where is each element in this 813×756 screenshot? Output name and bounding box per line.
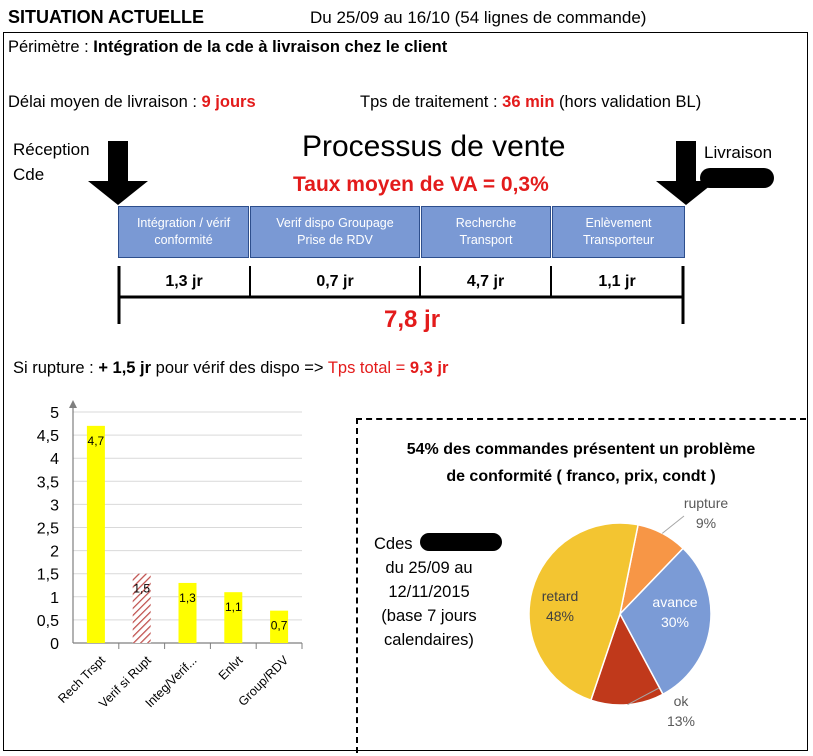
delai-line: Délai moyen de livraison : 9 jours — [8, 93, 256, 112]
rupture-line: Si rupture : + 1,5 jr pour vérif des dis… — [13, 359, 448, 378]
traitement-note: (hors validation BL) — [559, 93, 702, 111]
y-axis-arrow-icon — [69, 400, 77, 408]
caption-line-3: 12/11/2015 — [388, 583, 470, 601]
y-tick-label: 4,5 — [37, 428, 59, 445]
pie-pct-label: 48% — [546, 608, 574, 624]
perimetre-line: Périmètre : Intégration de la cde à livr… — [8, 38, 447, 57]
bar-value-label: 1,3 — [179, 591, 196, 605]
bar-value-label: 4,7 — [88, 434, 105, 448]
reception-line1: Réception — [13, 140, 90, 159]
pie-slice-avance — [619, 547, 712, 696]
y-tick-label: 3 — [50, 497, 59, 514]
rupture-middle: pour vérif des dispo => — [155, 359, 324, 377]
perimetre-label: Périmètre : — [8, 38, 89, 56]
y-tick-label: 3,5 — [37, 474, 59, 491]
reception-line2: Cde — [13, 165, 45, 184]
y-tick-label: 2,5 — [37, 521, 59, 538]
arrow-down-right-icon — [656, 141, 716, 205]
redaction-blob — [700, 168, 774, 188]
bar — [178, 582, 197, 643]
process-title: Processus de vente — [302, 130, 566, 163]
caption-line-1: Cdes — [374, 535, 413, 553]
pie-label: rupture — [684, 495, 729, 511]
bar — [224, 592, 243, 643]
duration-2: 0,7 jr — [316, 273, 354, 290]
step-recherche: Recherche Transport — [421, 206, 551, 258]
page-title: SITUATION ACTUELLE — [8, 7, 204, 27]
total-duration: 7,8 jr — [384, 306, 441, 333]
pie-pct-label: 30% — [661, 614, 689, 630]
livraison-label: Livraison — [704, 143, 773, 162]
traitement-label: Tps de traitement : — [360, 93, 498, 111]
caption-line-2: du 25/09 au — [385, 559, 473, 577]
x-category-label: Enlvt — [216, 653, 246, 683]
caption-redaction — [420, 533, 502, 551]
pie-title-line1: 54% des commandes présentent un problème — [406, 441, 756, 458]
period-text: Du 25/09 au 16/10 (54 lignes de commande… — [310, 8, 647, 27]
duration-1: 1,3 jr — [165, 273, 203, 290]
bar-value-label: 1,1 — [225, 600, 242, 614]
pie-caption: Cdes du 25/09 au 12/11/2015 (base 7 jour… — [364, 532, 494, 652]
reception-label: Réception Cde — [13, 137, 90, 187]
rupture-total-label: Tps total = — [327, 359, 406, 377]
pie-pct-label: 13% — [667, 713, 695, 729]
bar — [270, 610, 289, 643]
bar — [132, 573, 151, 643]
step-verif-dispo: Verif dispo Groupage Prise de RDV — [250, 206, 420, 258]
pie-label: avance — [652, 594, 697, 610]
step-enlevement: Enlèvement Transporteur — [552, 206, 685, 258]
step-verif-dispo-label: Verif dispo Groupage Prise de RDV — [276, 216, 394, 247]
y-tick-label: 0,5 — [37, 613, 59, 630]
traitement-line: Tps de traitement : 36 min (hors validat… — [360, 93, 701, 112]
y-tick-label: 2 — [50, 544, 59, 561]
step-integration: Intégration / vérif conformité — [118, 206, 249, 258]
duration-4: 1,1 jr — [598, 273, 636, 290]
bar — [86, 425, 105, 643]
pie-slice-retard — [528, 522, 639, 702]
x-category-label: Group/RDV — [236, 653, 292, 709]
pie-title-line2: de conformité ( franco, prix, condt ) — [446, 468, 716, 485]
arrow-down-left-icon — [88, 141, 148, 205]
va-rate: Taux moyen de VA = 0,3% — [293, 173, 549, 196]
bar-value-label: 1,5 — [133, 582, 150, 596]
caption-line-4: (base 7 jours — [381, 607, 477, 625]
caption-line-5: calendaires) — [384, 631, 474, 649]
delai-label: Délai moyen de livraison : — [8, 93, 197, 111]
pie-section-box — [356, 418, 806, 753]
rupture-prefix: Si rupture : — [13, 359, 94, 377]
leader-line — [661, 515, 685, 534]
y-tick-label: 5 — [50, 405, 59, 422]
timeline — [117, 266, 685, 324]
step-enlevement-label: Enlèvement Transporteur — [582, 216, 655, 247]
main-frame — [3, 32, 808, 751]
leader-line — [627, 687, 660, 706]
y-tick-label: 1 — [50, 590, 59, 607]
rupture-bold: + 1,5 jr — [98, 359, 152, 377]
pie-label: ok — [674, 693, 690, 709]
pie-chart: rupture 9% avance 30% ok 13% retard 48% — [528, 495, 729, 729]
delai-value: 9 jours — [201, 93, 256, 111]
perimetre-value: Intégration de la cde à livraison chez l… — [93, 38, 448, 56]
y-tick-label: 1,5 — [37, 567, 59, 584]
pie-slice-ok — [589, 612, 664, 706]
duration-3: 4,7 jr — [466, 273, 505, 290]
pie-label: retard — [542, 588, 579, 604]
y-tick-label: 0 — [50, 636, 59, 653]
pie-pct-label: 9% — [696, 515, 716, 531]
step-recherche-label: Recherche Transport — [455, 216, 517, 247]
pie-title: 54% des commandes présentent un problème… — [356, 436, 806, 490]
step-integration-label: Intégration / vérif conformité — [136, 216, 231, 247]
traitement-value: 36 min — [502, 93, 555, 111]
rupture-total-value: 9,3 jr — [409, 359, 449, 377]
bar-value-label: 0,7 — [271, 619, 288, 633]
y-tick-label: 4 — [50, 451, 59, 468]
